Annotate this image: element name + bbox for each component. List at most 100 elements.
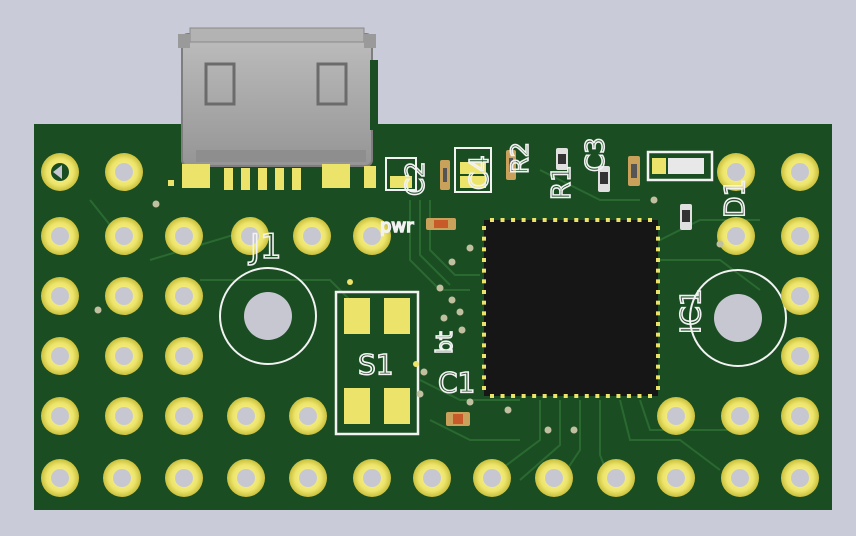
qfn-pin	[656, 364, 660, 369]
qfn-pin	[490, 218, 494, 222]
qfn-pin	[605, 218, 610, 222]
via	[416, 390, 424, 398]
smd-components	[385, 147, 714, 426]
via	[448, 296, 456, 304]
through-hole-pad	[721, 459, 759, 497]
qfn-pin	[482, 290, 486, 294]
through-hole-pad	[289, 397, 327, 435]
label-j1: J1	[248, 227, 282, 267]
through-hole-pad	[781, 397, 819, 435]
qfn-pin	[656, 268, 660, 273]
qfn-pin	[482, 311, 486, 316]
vias	[94, 196, 724, 434]
qfn-pin	[482, 268, 486, 273]
qfn-pin	[656, 279, 660, 284]
qfn-pin	[500, 218, 505, 222]
qfn-pin	[482, 375, 486, 380]
qfn-pin	[482, 300, 486, 305]
qfn-pin	[532, 218, 537, 222]
through-hole-pad	[165, 397, 203, 435]
via	[466, 244, 474, 252]
qfn-pin	[482, 343, 486, 348]
qfn-pin	[656, 311, 660, 316]
qfn-pin	[553, 394, 558, 398]
ic1-chip	[482, 218, 660, 398]
qfn-pin	[626, 218, 631, 222]
usb-connector	[178, 27, 378, 167]
through-hole-pad	[41, 459, 79, 497]
s1-switch	[334, 279, 420, 436]
qfn-pin	[637, 394, 642, 398]
through-hole-pads	[41, 153, 819, 497]
pin1-marker	[53, 165, 62, 179]
through-hole-pad	[781, 217, 819, 255]
qfn-pin	[482, 364, 486, 369]
via	[440, 314, 448, 322]
qfn-pin	[574, 218, 579, 222]
through-hole-pad	[289, 459, 327, 497]
label-c4: C4	[465, 155, 495, 190]
label-d1: D1	[718, 179, 751, 218]
label-c3: C3	[581, 137, 611, 172]
qfn-pin	[656, 226, 660, 230]
through-hole-pad	[41, 153, 79, 191]
through-hole-pad	[165, 217, 203, 255]
label-c2: C2	[401, 161, 431, 196]
qfn-pin	[482, 247, 486, 252]
label-bt: bt	[433, 331, 458, 354]
via	[448, 258, 456, 266]
usb-pins	[168, 164, 376, 190]
via	[570, 426, 578, 434]
through-hole-pad	[721, 397, 759, 435]
label-ic1: IC1	[674, 288, 707, 334]
through-hole-pad	[353, 217, 391, 255]
through-hole-pad	[781, 459, 819, 497]
qfn-pin	[656, 322, 660, 326]
through-hole-pad	[103, 459, 141, 497]
qfn-pin	[542, 218, 547, 222]
through-hole-pad	[41, 337, 79, 375]
qfn-pin	[521, 394, 526, 398]
via	[650, 196, 658, 204]
label-s1: S1	[358, 348, 394, 381]
qfn-pin	[482, 354, 486, 358]
through-hole-pad	[597, 459, 635, 497]
qfn-pin	[584, 394, 589, 398]
through-hole-pad	[41, 277, 79, 315]
qfn-pin	[521, 218, 526, 222]
through-hole-pad	[105, 277, 143, 315]
via	[716, 240, 724, 248]
qfn-pin	[626, 394, 631, 398]
through-hole-pad	[105, 153, 143, 191]
through-hole-pad	[231, 217, 269, 255]
qfn-pin	[553, 218, 558, 222]
qfn-pin	[482, 279, 486, 284]
via	[544, 426, 552, 434]
through-hole-pad	[165, 337, 203, 375]
qfn-pin	[616, 394, 621, 398]
qfn-pin	[511, 218, 516, 222]
through-hole-pad	[413, 459, 451, 497]
through-hole-pad	[781, 153, 819, 191]
through-hole-pad	[293, 217, 331, 255]
label-r2: R2	[506, 142, 534, 174]
label-pwr: pwr	[380, 216, 414, 237]
qfn-pin	[656, 332, 660, 337]
qfn-pin	[482, 258, 486, 262]
through-hole-pad	[353, 459, 391, 497]
through-hole-pad	[717, 217, 755, 255]
qfn-pin	[511, 394, 516, 398]
through-hole-pad	[105, 397, 143, 435]
qfn-pin	[482, 236, 486, 241]
silkscreen-labels: J1 S1 C1 pwr bt C2 C4 R2 R1 C3 IC1 D1	[247, 136, 752, 399]
through-hole-pad	[717, 153, 755, 191]
through-hole-pad	[165, 277, 203, 315]
qfn-pin	[637, 218, 642, 222]
qfn-pin	[482, 226, 486, 230]
through-hole-pad	[657, 459, 695, 497]
via	[466, 398, 474, 406]
qfn-pin	[482, 322, 486, 326]
through-hole-pad	[781, 337, 819, 375]
qfn-pin	[656, 354, 660, 358]
